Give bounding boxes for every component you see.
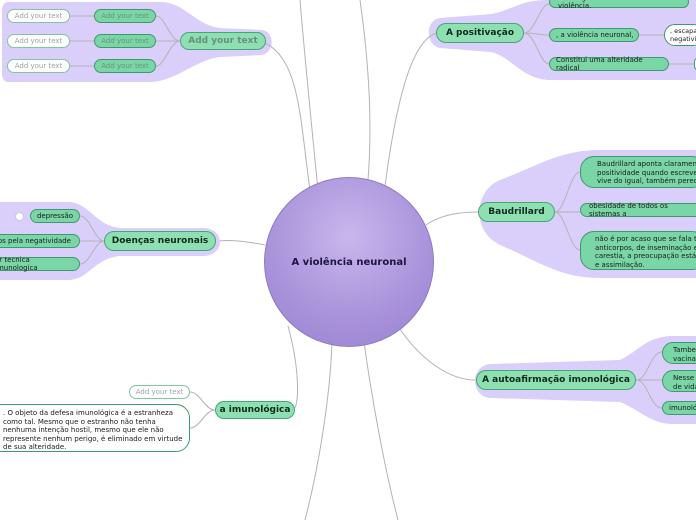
subtopic-label: não é por acaso que se fala ta anticorpo…	[595, 235, 696, 269]
subtopic-add-your-text-2[interactable]: Add your text	[94, 34, 156, 48]
subtopic-label: Add your text	[101, 37, 149, 45]
subtopic-label: Baudrillard aponta claramente positivida…	[597, 160, 696, 185]
subtopic-label: faz surgir novas formas de violência.	[558, 0, 651, 10]
leaf-label: Add your text	[14, 62, 63, 70]
topic-a-positivacao[interactable]: A positivação	[436, 23, 524, 43]
subtopic-label: Nesse de vida	[673, 374, 696, 391]
subtopic-depressao[interactable]: depressão	[30, 209, 80, 223]
collapse-toggle-icon[interactable]	[15, 212, 24, 221]
subtopic-label: obesidade de todos os sistemas a	[589, 202, 668, 218]
leaf-escapa-negatividade[interactable]: , escapa a negatividade	[664, 24, 696, 46]
subtopic-tambem-vacina[interactable]: Tambe vacina	[662, 342, 696, 364]
subtopic-label: Add your text	[135, 388, 184, 396]
subtopic-novas-formas[interactable]: faz surgir novas formas de violência.	[549, 0, 689, 10]
central-topic-label: A violência neuronal	[291, 256, 407, 268]
leaf-label: Add your text	[14, 12, 63, 20]
subtopic-obesidade[interactable]: obesidade de todos os sistemas a	[580, 202, 696, 218]
topic-add-your-text[interactable]: Add your text	[180, 32, 266, 50]
topic-a-imunologica[interactable]: a imunológica	[215, 401, 295, 419]
subtopic-add-your-text-3[interactable]: Add your text	[94, 59, 156, 73]
subtopic-negatividade[interactable]: tos pela negatividade	[0, 234, 80, 248]
subtopic-baudrillard-positividade[interactable]: Baudrillard aponta claramente positivida…	[580, 156, 696, 188]
leaf-add-your-text-3[interactable]: Add your text	[7, 59, 70, 73]
subtopic-label: depressão	[36, 212, 74, 220]
subtopic-add-your-text-1[interactable]: Add your text	[94, 9, 156, 23]
central-topic[interactable]: A violência neuronal	[264, 177, 434, 347]
topic-doencas-neuronais[interactable]: Doenças neuronais	[104, 231, 216, 251]
subtopic-label: , a violência neuronal,	[556, 31, 634, 39]
subtopic-label: . O objeto da defesa imunológica é a est…	[3, 409, 183, 451]
topic-doencas-neuronais-label: Doenças neuronais	[111, 236, 209, 246]
topic-autoafirmacao[interactable]: A autoafirmação imonológica	[476, 370, 636, 390]
subtopic-imunologica[interactable]: imunoló	[662, 401, 696, 415]
subtopic-label: er tecnica imunologica	[0, 256, 38, 272]
subtopic-label: tos pela negatividade	[0, 237, 71, 245]
topic-a-positivacao-label: A positivação	[445, 28, 515, 38]
subtopic-add-your-text-imunologica[interactable]: Add your text	[129, 385, 190, 399]
subtopic-defesa-imunologica-text[interactable]: . O objeto da defesa imunológica é a est…	[0, 404, 190, 452]
connectors	[70, 0, 694, 520]
leaf-label: , escapa a negatividade	[670, 27, 696, 43]
leaf-add-your-text-1[interactable]: Add your text	[7, 9, 70, 23]
subtopic-anticorpos[interactable]: não é por acaso que se fala ta anticorpo…	[580, 231, 696, 270]
leaf-label: Add your text	[14, 37, 63, 45]
subtopic-alteridade-radical[interactable]: Constitui uma alteridade radical	[549, 56, 669, 72]
subtopic-label: imunoló	[669, 404, 696, 412]
topic-a-imunologica-label: a imunológica	[219, 405, 291, 415]
topic-add-your-text-label: Add your text	[188, 36, 258, 46]
subtopic-label: Add your text	[101, 62, 149, 70]
subtopic-label: Add your text	[101, 12, 149, 20]
topic-baudrillard[interactable]: Baudrillard	[478, 202, 555, 222]
topic-autoafirmacao-label: A autoafirmação imonológica	[482, 375, 630, 385]
subtopic-label: Tambe vacina	[673, 346, 696, 363]
leaf-add-your-text-2[interactable]: Add your text	[7, 34, 70, 48]
subtopic-violencia-neuronal[interactable]: , a violência neuronal,	[549, 28, 639, 42]
topic-baudrillard-label: Baudrillard	[488, 207, 545, 217]
subtopic-tecnica-imunologica[interactable]: er tecnica imunologica	[0, 256, 80, 272]
subtopic-label: Constitui uma alteridade radical	[556, 56, 643, 72]
subtopic-nesse-vida[interactable]: Nesse de vida	[662, 370, 696, 392]
